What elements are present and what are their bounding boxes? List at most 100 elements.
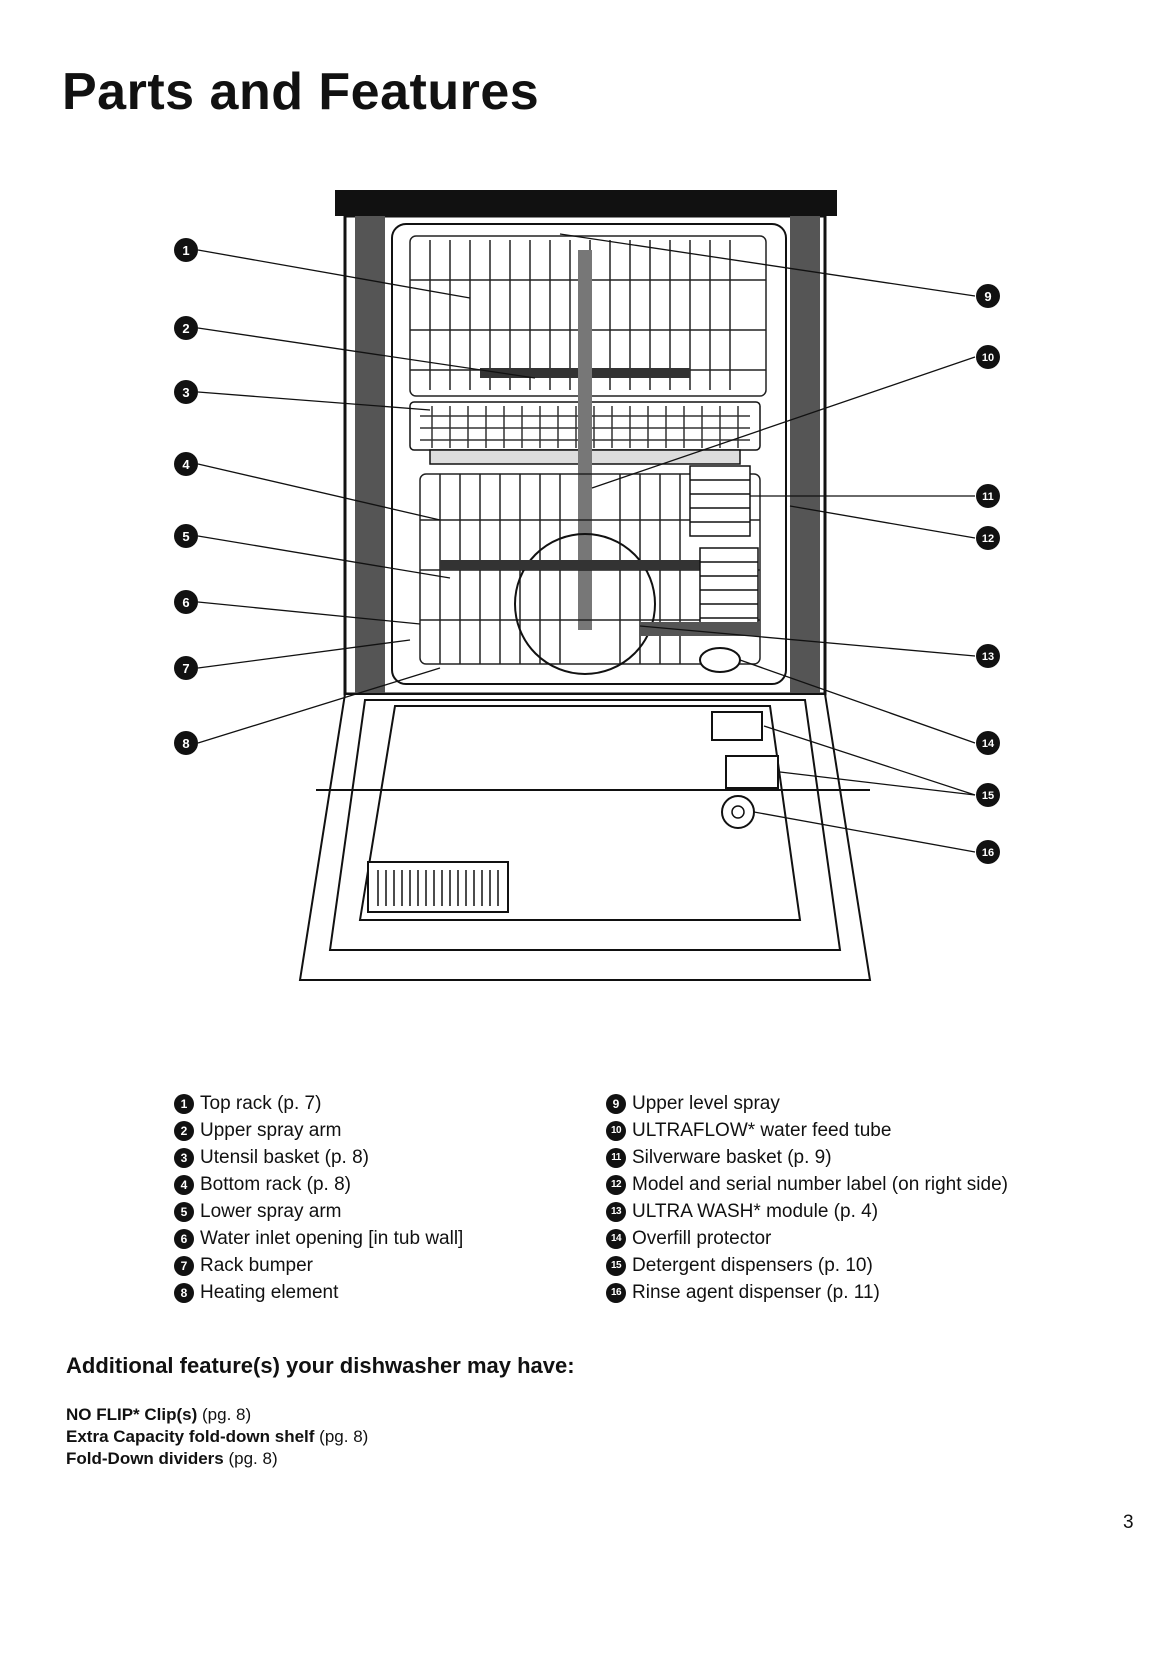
detergent-dispensers (711, 711, 779, 789)
legend-item: 12 Model and serial number label (on righ… (606, 1171, 1008, 1198)
feature-name: NO FLIP* Clip(s) (66, 1405, 198, 1424)
lower-spray-arm (514, 533, 656, 675)
feature-name: Extra Capacity fold-down shelf (66, 1427, 315, 1446)
legend-text: Upper spray arm (200, 1120, 342, 1141)
callout-2-num: 2 (182, 321, 189, 336)
callout-5-num: 5 (182, 529, 189, 544)
legend-number: 6 (174, 1228, 194, 1249)
callout-13: 13 (976, 644, 1000, 668)
callout-7-num: 7 (182, 661, 189, 676)
legend-text: Lower spray arm (200, 1201, 342, 1222)
callout-3: 3 (174, 380, 198, 404)
legend-number: 4 (174, 1174, 194, 1195)
legend-text: Upper level spray (632, 1093, 780, 1114)
callout-3-num: 3 (182, 385, 189, 400)
callout-12-num: 12 (982, 533, 994, 545)
callout-10: 10 (976, 345, 1000, 369)
callout-15-num: 15 (982, 790, 994, 802)
callout-4-num: 4 (182, 457, 190, 472)
leader-lines (197, 233, 976, 853)
legend-item: 13 ULTRA WASH* module (p. 4) (606, 1198, 1008, 1225)
legend-text: Bottom rack (p. 8) (200, 1174, 351, 1195)
legend-number: 12 (606, 1174, 626, 1195)
callout-11: 11 (976, 484, 1000, 508)
additional-features-list: NO FLIP* Clip(s) (pg. 8) Extra Capacity … (66, 1404, 368, 1470)
legend-text: Silverware basket (p. 9) (632, 1147, 832, 1168)
legend-number: 1 (174, 1093, 194, 1114)
callout-10-num: 10 (982, 352, 994, 364)
legend-item: 4 Bottom rack (p. 8) (174, 1171, 463, 1198)
overfill-protector (699, 647, 741, 673)
feature-name: Fold-Down dividers (66, 1449, 224, 1468)
legend-number: 10 (606, 1120, 626, 1141)
callout-15: 15 (976, 783, 1000, 807)
legend-text: Rinse agent dispenser (p. 11) (632, 1282, 880, 1303)
callout-9: 9 (976, 284, 1000, 308)
legend-number: 14 (606, 1228, 626, 1249)
callout-8: 8 (174, 731, 198, 755)
legend-item: 8 Heating element (174, 1279, 463, 1306)
callout-4: 4 (174, 452, 198, 476)
legend-number: 16 (606, 1282, 626, 1303)
page-title: Parts and Features (62, 63, 540, 121)
callout-1: 1 (174, 238, 198, 262)
legend-text: Rack bumper (200, 1255, 313, 1276)
left-tub-wall (355, 216, 385, 694)
callout-14-num: 14 (982, 738, 995, 750)
feature-ref: (pg. 8) (319, 1427, 369, 1446)
callout-16: 16 (976, 840, 1000, 864)
legend-text: Heating element (200, 1282, 339, 1303)
legend-text: Water inlet opening [in tub wall] (200, 1228, 464, 1249)
legend-item: 5 Lower spray arm (174, 1198, 463, 1225)
list-item: NO FLIP* Clip(s) (pg. 8) (66, 1404, 368, 1426)
list-item: Extra Capacity fold-down shelf (pg. 8) (66, 1426, 368, 1448)
callout-13-num: 13 (982, 651, 994, 663)
feature-ref: (pg. 8) (202, 1405, 252, 1424)
legend-number: 15 (606, 1255, 626, 1276)
door (298, 693, 872, 981)
legend-number: 2 (174, 1120, 194, 1141)
callout-16-num: 16 (982, 847, 994, 859)
callout-14: 14 (976, 731, 1000, 755)
legend-item: 6 Water inlet opening [in tub wall] (174, 1225, 463, 1252)
legend-item: 16 Rinse agent dispenser (p. 11) (606, 1279, 1008, 1306)
legend-number: 11 (606, 1147, 626, 1168)
callout-8-num: 8 (182, 736, 189, 751)
ultra-wash-module (640, 622, 760, 636)
dishwasher-diagram: 1 2 3 4 5 6 7 8 9 10 11 12 13 14 15 16 (174, 190, 1000, 981)
callout-12: 12 (976, 526, 1000, 550)
legend-text: Utensil basket (p. 8) (200, 1147, 369, 1168)
callout-9-num: 9 (984, 289, 991, 304)
legend-text: ULTRA WASH* module (p. 4) (632, 1201, 879, 1222)
legend-text: Model and serial number label (on right … (632, 1174, 1008, 1195)
legend-text: Detergent dispensers (p. 10) (632, 1255, 873, 1276)
legend-text: Overfill protector (632, 1228, 772, 1249)
legend-number: 8 (174, 1282, 194, 1303)
silverware-basket (689, 465, 759, 635)
callout-6: 6 (174, 590, 198, 614)
legend-item: 2 Upper spray arm (174, 1117, 463, 1144)
legend-number: 9 (606, 1093, 626, 1114)
legend-item: 15 Detergent dispensers (p. 10) (606, 1252, 1008, 1279)
rinse-agent-dispenser (721, 795, 755, 829)
callout-5: 5 (174, 524, 198, 548)
additional-features-heading: Additional feature(s) your dishwasher ma… (66, 1353, 575, 1378)
countertop-bar (335, 190, 837, 216)
legend-item: 14 Overfill protector (606, 1225, 1008, 1252)
legend-number: 13 (606, 1201, 626, 1222)
callout-11-num: 11 (982, 491, 994, 503)
feature-ref: (pg. 8) (228, 1449, 278, 1468)
legend-item: 9 Upper level spray (606, 1090, 1008, 1117)
page-number: 3 (1123, 1512, 1134, 1533)
callout-2: 2 (174, 316, 198, 340)
list-item: Fold-Down dividers (pg. 8) (66, 1448, 368, 1470)
legend-number: 5 (174, 1201, 194, 1222)
callout-7: 7 (174, 656, 198, 680)
right-tub-wall (790, 216, 820, 694)
